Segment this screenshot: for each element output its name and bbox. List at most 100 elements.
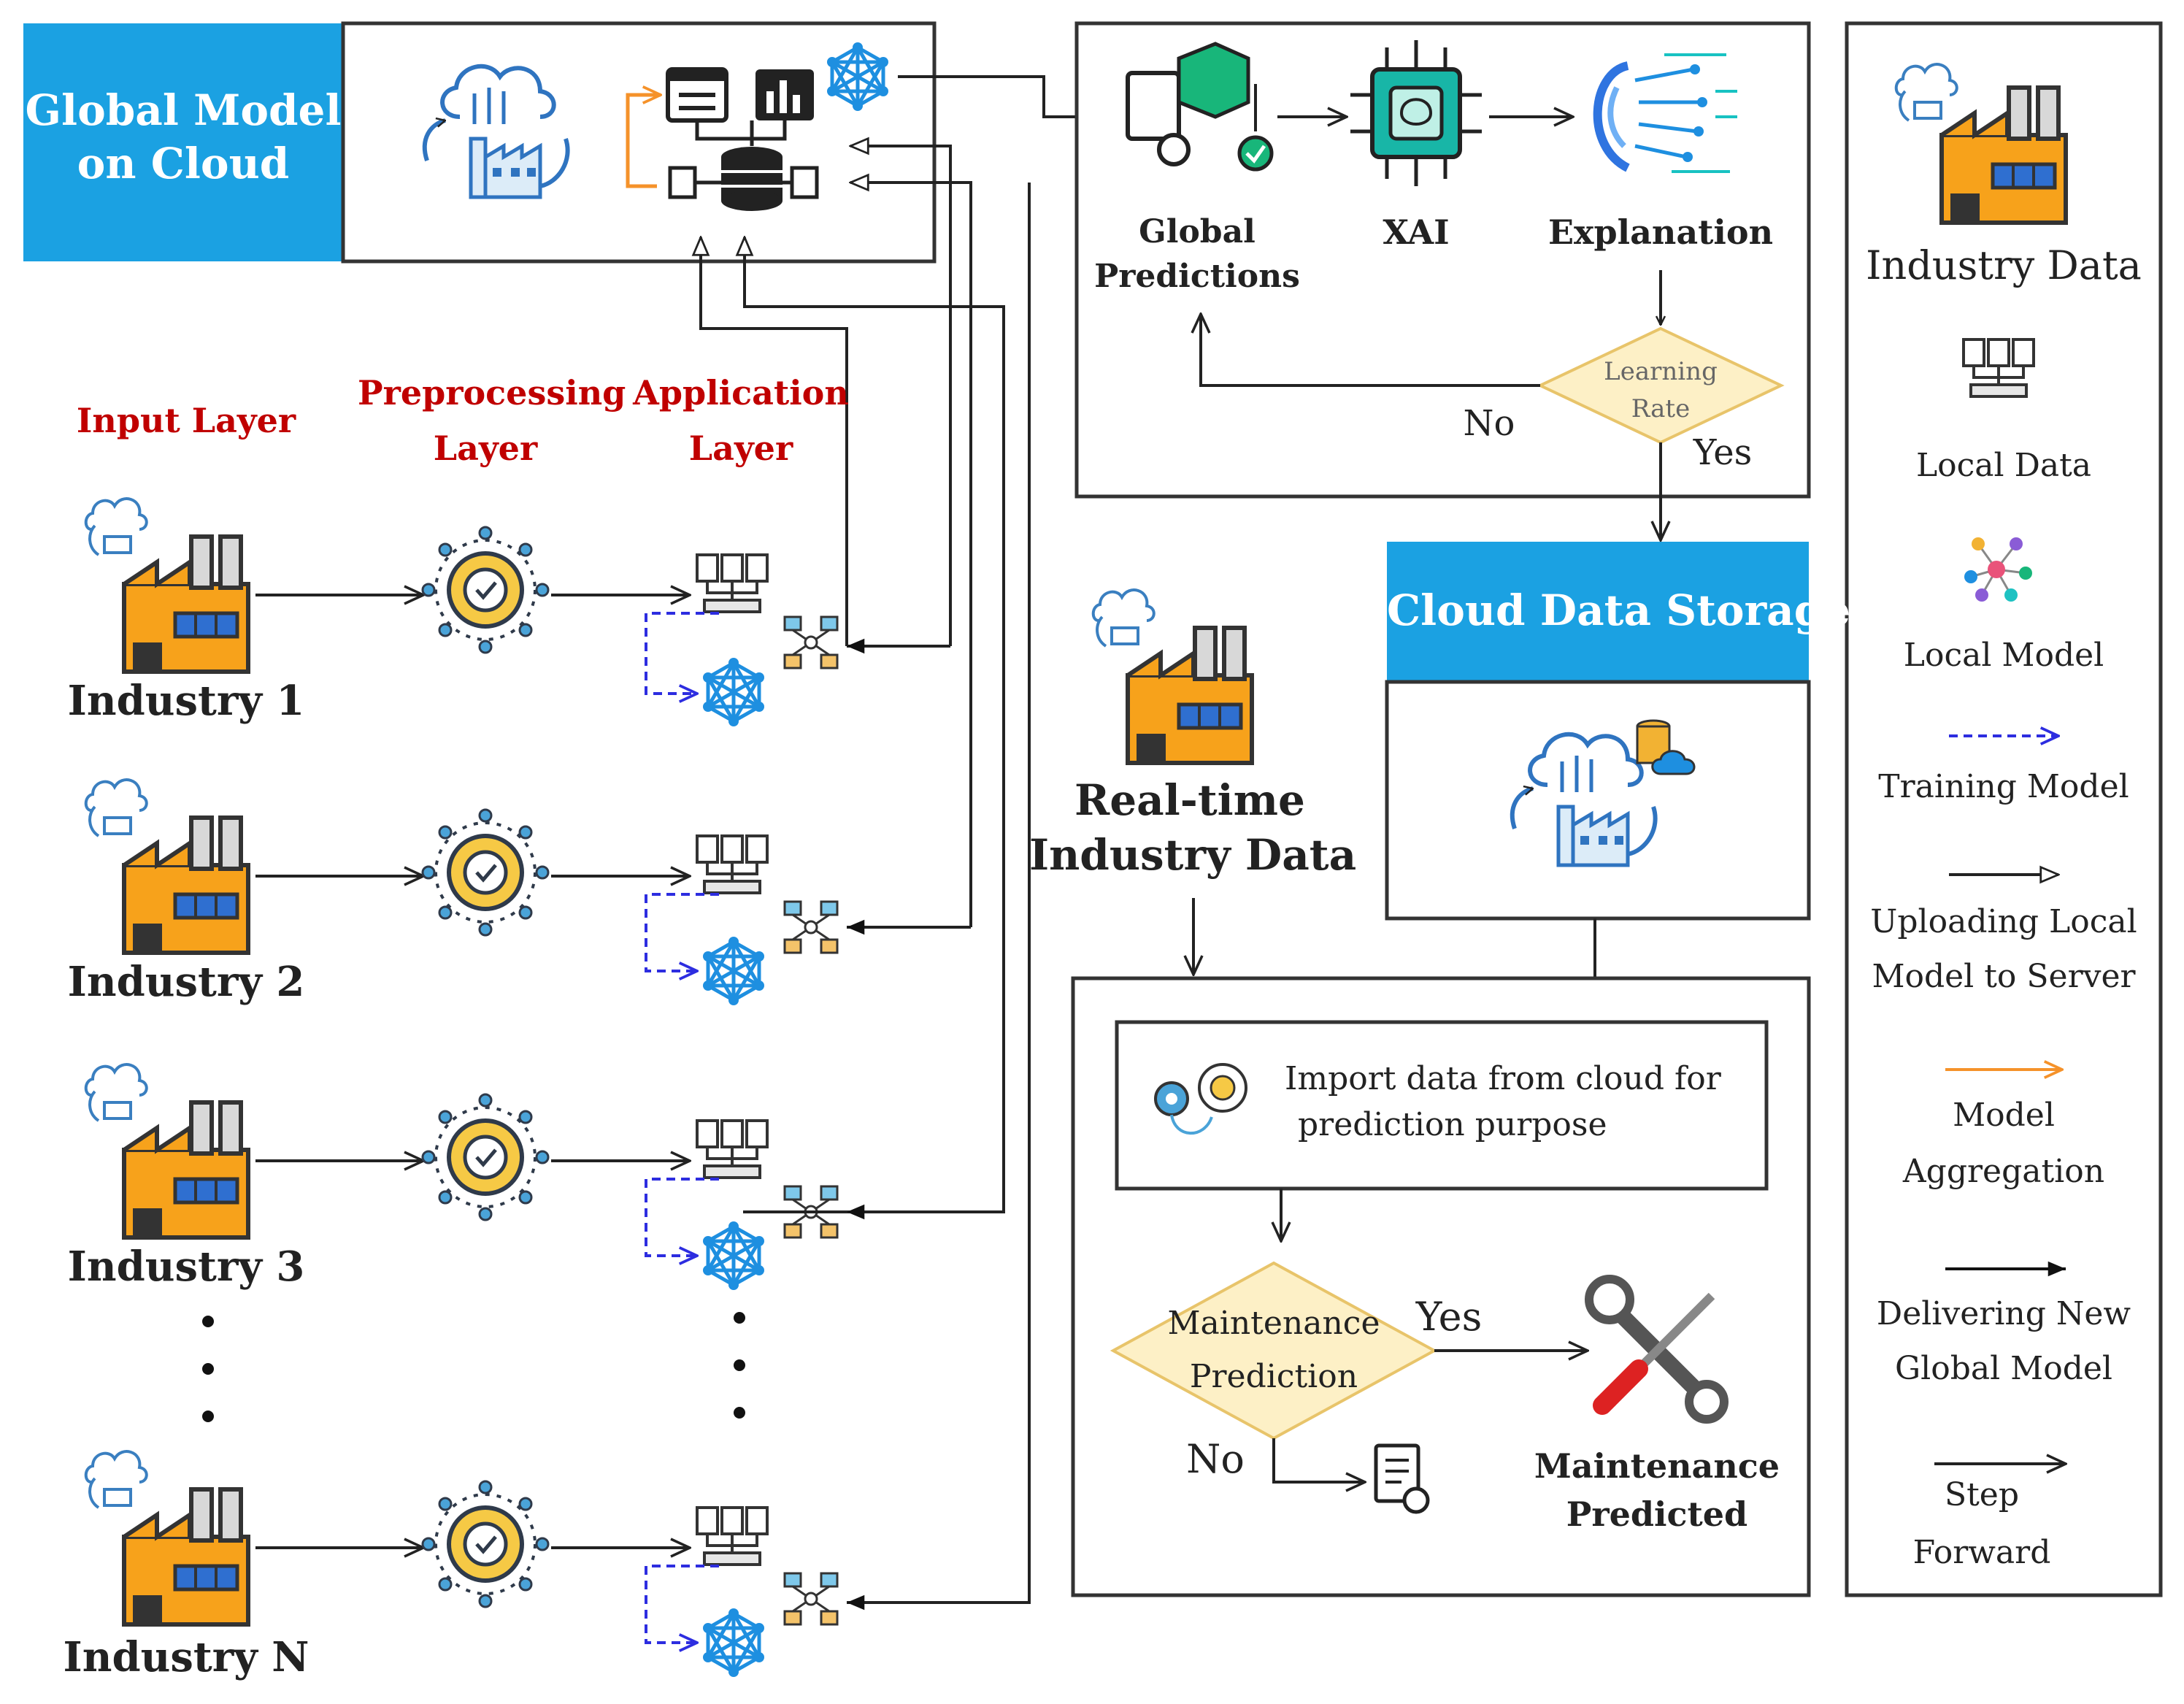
learning-rate-line2: Rate — [1631, 394, 1691, 423]
legend-uploading-line1: Uploading Local — [1870, 903, 2137, 940]
industry-cloud-icon — [84, 1063, 148, 1122]
legend-training-model: Training Model — [1878, 768, 2129, 805]
local-hub-icon — [783, 1572, 839, 1626]
legend-delivering: Delivering New Global Model — [1847, 1294, 2161, 1389]
ellipsis-dots — [202, 1312, 745, 1422]
application-layer-line2: Layer — [688, 428, 793, 468]
industry-cloud-icon — [84, 497, 148, 556]
explanation-label: Explanation — [1547, 212, 1774, 252]
industry-n-label: Industry N — [63, 1633, 309, 1681]
realtime-line1: Real-time — [1074, 775, 1305, 825]
industry-factory-icon — [124, 818, 248, 953]
maintenance-prediction-line1: Maintenance — [1167, 1305, 1380, 1342]
industry-1-label: Industry 1 — [67, 677, 305, 725]
import-data-label: Import data from cloud for prediction pu… — [1285, 1059, 1745, 1145]
realtime-cloud-icon — [1091, 588, 1156, 648]
global-model-panel — [341, 21, 937, 264]
legend-aggregation-line1: Model — [1953, 1097, 2055, 1134]
global-model-title-line2: on Cloud — [77, 138, 290, 188]
industry-cloud-icon — [84, 1450, 148, 1509]
industry-cloud-icon — [84, 778, 148, 837]
maintenance-predicted-line1: Maintenance — [1534, 1446, 1780, 1486]
no-to-predictions-arrow — [1201, 314, 1540, 387]
local-model-icon — [703, 1608, 764, 1677]
chart-icon — [755, 69, 814, 120]
maintenance-yes: Yes — [1415, 1294, 1483, 1340]
cloud-storage-title: Cloud Data Storage — [1387, 586, 1851, 635]
import-data-line2: prediction purpose — [1298, 1106, 1607, 1143]
maintenance-predicted-label: Maintenance Predicted — [1533, 1446, 1781, 1535]
local-hub-icon — [783, 900, 839, 954]
xai-label: XAI — [1383, 212, 1450, 252]
dashboard-icon — [666, 67, 728, 123]
maintenance-prediction-line2: Prediction — [1189, 1358, 1358, 1395]
local-data-icon — [696, 1119, 769, 1179]
input-layer-label: Input Layer — [76, 401, 296, 440]
preprocessing-gear-icon — [423, 810, 548, 935]
industry-3-label: Industry 3 — [67, 1243, 305, 1291]
industry-factory-icon — [124, 1102, 248, 1237]
global-model-title-line1: Global Model — [25, 85, 342, 135]
preprocessing-layer-line2: Layer — [433, 428, 538, 468]
local-data-icon — [696, 553, 769, 613]
global-model-title: Global Model on Cloud — [23, 84, 343, 190]
industry-2-label: Industry 2 — [67, 958, 305, 1006]
legend-aggregation: Model Aggregation — [1847, 1095, 2161, 1191]
preprocessing-layer-label: Preprocessing Layer — [358, 372, 626, 469]
global-predictions-icon — [1126, 42, 1274, 172]
legend-local-model-icon — [1964, 537, 2032, 602]
local-hub-icon — [783, 615, 839, 669]
database-icon — [668, 120, 819, 211]
global-predictions-line1: Global — [1139, 213, 1256, 250]
preprocessing-gear-icon — [423, 1094, 548, 1220]
industry-row-2 — [84, 778, 839, 1005]
legend-panel — [1845, 21, 2163, 1597]
upload-line-3 — [701, 237, 848, 646]
legend-step: Step Forward — [1825, 1475, 2139, 1573]
cloud-storage-title-box — [1387, 542, 1809, 682]
maintenance-predicted-line2: Predicted — [1566, 1494, 1748, 1534]
realtime-line2: Industry Data — [1029, 829, 1357, 880]
industry-row-n — [84, 1450, 839, 1677]
legend-local-model: Local Model — [1903, 637, 2104, 674]
learning-rate-no: No — [1463, 403, 1515, 444]
local-model-icon — [703, 1221, 764, 1290]
legend-uploading-line2: Model to Server — [1872, 958, 2136, 995]
local-data-icon — [696, 1506, 769, 1566]
learning-rate-label: Learning Rate — [1569, 356, 1752, 424]
report-icon — [1374, 1443, 1430, 1514]
application-layer-label: Application Layer — [628, 372, 854, 469]
cloud-storage-panel — [1385, 680, 1811, 921]
local-model-icon — [703, 658, 764, 726]
realtime-factory-icon — [1128, 628, 1252, 763]
global-predictions-label: Global Predictions — [1077, 212, 1318, 296]
industry-row-1 — [84, 497, 839, 726]
database-cloud-icon — [1636, 719, 1696, 775]
local-model-icon — [703, 937, 764, 1005]
preprocessing-layer-line1: Preprocessing — [358, 373, 626, 412]
legend-step-line1: Step — [1944, 1476, 2020, 1513]
legend-local-data-icon — [1962, 338, 2035, 398]
upload-line-2 — [850, 183, 972, 927]
xai-chip-icon — [1350, 40, 1482, 186]
model-aggregation-arrow — [626, 95, 661, 188]
legend-step-line2: Forward — [1912, 1534, 2051, 1571]
learning-rate-yes: Yes — [1693, 432, 1753, 473]
explanation-icon — [1593, 53, 1737, 173]
learning-rate-line1: Learning — [1604, 357, 1718, 386]
global-predictions-line2: Predictions — [1094, 258, 1300, 295]
local-data-icon — [696, 834, 769, 894]
industry-factory-icon — [124, 1489, 248, 1624]
legend-delivering-line1: Delivering New — [1876, 1295, 2131, 1332]
legend-uploading: Uploading Local Model to Server — [1847, 902, 2161, 997]
maintenance-prediction-label: Maintenance Prediction — [1124, 1303, 1423, 1397]
legend-aggregation-line2: Aggregation — [1902, 1153, 2105, 1190]
no-to-report-arrow — [1272, 1438, 1365, 1482]
global-model-title-box — [23, 23, 343, 261]
legend-industry-data: Industry Data — [1866, 242, 2142, 288]
legend-local-data: Local Data — [1915, 447, 2092, 484]
legend-delivering-line2: Global Model — [1895, 1350, 2112, 1387]
tools-icon — [1585, 1275, 1729, 1424]
preprocessing-gear-icon — [423, 1481, 548, 1607]
